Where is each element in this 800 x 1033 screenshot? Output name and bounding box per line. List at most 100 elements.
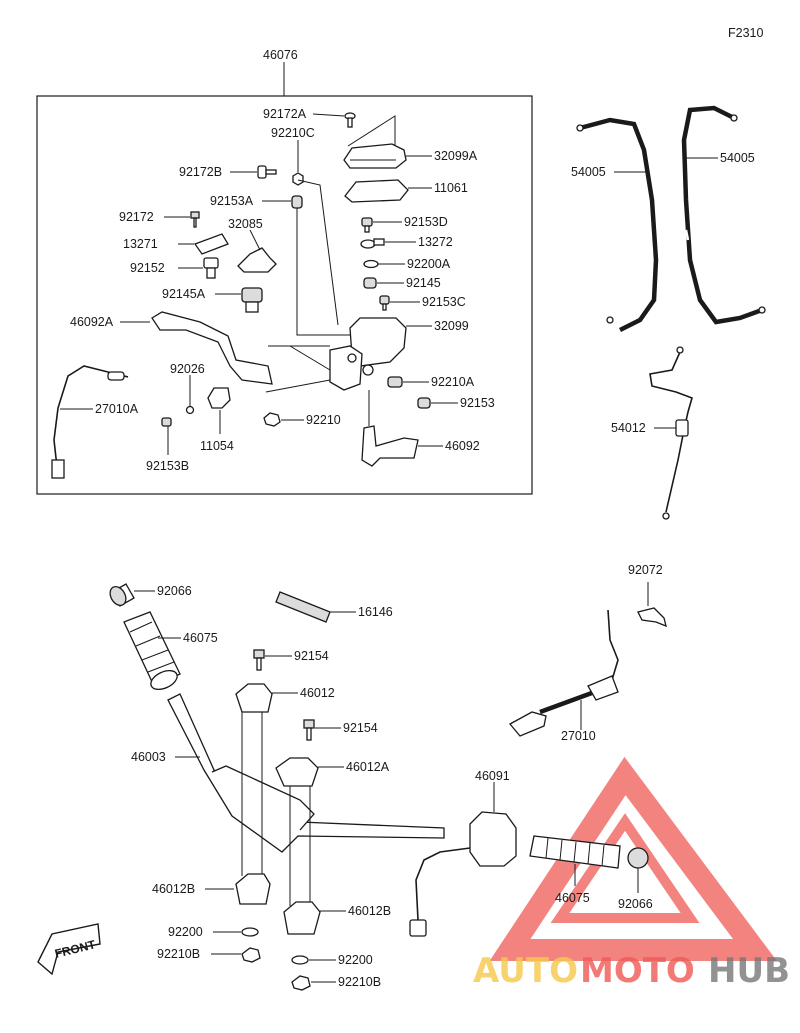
callout-13272: 13272: [418, 235, 453, 249]
screw-92172: [190, 211, 200, 228]
callout-92153D: 92153D: [404, 215, 448, 229]
holder-46012B-left: [235, 873, 271, 905]
bolt-92153A: [291, 195, 303, 209]
watermark-part2: MOTO: [580, 951, 695, 991]
callout-54005-left: 54005: [571, 165, 606, 179]
spring-92145: [363, 277, 377, 289]
watermark-text: AUTO MOTO HUB: [473, 951, 790, 991]
callout-27010A: 27010A: [95, 402, 139, 416]
callout-11061: 11061: [434, 181, 468, 195]
callout-46092: 46092: [445, 439, 480, 453]
callout-92154-b: 92154: [343, 721, 378, 735]
callout-46012: 46012: [300, 686, 335, 700]
end-cap-92066-right: [627, 847, 649, 869]
callout-92153: 92153: [460, 396, 495, 410]
switch-27010: [508, 609, 619, 737]
clip-13272: [360, 238, 385, 249]
callout-46076: 46076: [263, 48, 298, 62]
cover-32099A: [343, 143, 407, 169]
nut-92210C: [292, 172, 304, 186]
callout-92210C: 92210C: [271, 126, 315, 140]
callout-46092A: 46092A: [70, 315, 114, 329]
callout-92210: 92210: [306, 413, 341, 427]
nut-92210: [263, 412, 281, 427]
callout-92172A: 92172A: [263, 107, 307, 121]
collar-92026: [185, 405, 195, 415]
bracket-11054: [207, 387, 231, 409]
watermark-logo: [489, 756, 777, 961]
callout-32099: 32099: [434, 319, 469, 333]
grip-46075-left: [123, 611, 181, 691]
screw-92172A: [344, 112, 356, 128]
grip-46075-right: [529, 835, 621, 869]
switch-cable-27010A: [51, 365, 129, 479]
callout-46075-right: 46075: [555, 891, 590, 905]
washer-92200A: [363, 259, 379, 269]
bolt-92153: [417, 397, 431, 409]
callout-92200-right: 92200: [338, 953, 373, 967]
bolt-92153B: [161, 417, 172, 427]
lever-46092: [361, 425, 419, 467]
bracket-32085: [237, 247, 277, 273]
washer-92200-right: [291, 955, 309, 965]
callout-92210A: 92210A: [431, 375, 475, 389]
callout-92200A: 92200A: [407, 257, 451, 271]
callout-16146: 16146: [358, 605, 393, 619]
spring-92145A: [241, 287, 263, 313]
callout-92172: 92172: [119, 210, 154, 224]
callout-92145A: 92145A: [162, 287, 206, 301]
washer-92200-left: [241, 927, 259, 937]
bolt-92154-a: [253, 649, 265, 671]
tube-16146: [275, 591, 331, 623]
callout-92210B-left: 92210B: [157, 947, 200, 961]
callout-32099A: 32099A: [434, 149, 478, 163]
band-92072: [637, 607, 667, 628]
callout-46012A: 46012A: [346, 760, 390, 774]
diagram-code: F2310: [728, 26, 763, 40]
callout-54012: 54012: [611, 421, 646, 435]
screw-92172B: [257, 165, 277, 179]
callout-92153C: 92153C: [422, 295, 466, 309]
bolt-92153D: [361, 217, 373, 233]
lever-46092A: [151, 311, 273, 385]
holder-46012A: [275, 757, 319, 787]
bolt-92154-b: [303, 719, 315, 741]
switch-housing-46091: [409, 811, 517, 937]
choke-cable-54012: [649, 346, 693, 520]
callout-46012B-right: 46012B: [348, 904, 391, 918]
callout-92152: 92152: [130, 261, 165, 275]
throttle-cable-54005-right: [681, 105, 766, 325]
callout-92026: 92026: [170, 362, 205, 376]
callout-13271: 13271: [123, 237, 158, 251]
end-cap-92066-left: [109, 583, 135, 607]
plate-11061: [344, 179, 409, 203]
handlebar-46003: [167, 693, 445, 853]
callout-27010: 27010: [561, 729, 596, 743]
callout-92072: 92072: [628, 563, 663, 577]
callout-92200-left: 92200: [168, 925, 203, 939]
throttle-cable-54005-left: [576, 117, 659, 333]
collar-92152: [203, 257, 219, 279]
callout-11054: 11054: [200, 439, 234, 453]
callout-92066-right: 92066: [618, 897, 653, 911]
plate-13271: [193, 233, 229, 255]
holder-46012: [235, 683, 273, 713]
callout-92145: 92145: [406, 276, 441, 290]
callout-92066-left: 92066: [157, 584, 192, 598]
callout-46075-left: 46075: [183, 631, 218, 645]
bolt-92153C: [379, 295, 390, 311]
master-cylinder-32099: [329, 317, 407, 391]
nut-92210A: [387, 376, 403, 388]
callout-92210B-right: 92210B: [338, 975, 381, 989]
callout-46012B-left: 46012B: [152, 882, 195, 896]
callout-92154-a: 92154: [294, 649, 329, 663]
nut-92210B-right: [291, 975, 311, 991]
callout-92153A: 92153A: [210, 194, 254, 208]
callout-54005-right: 54005: [720, 151, 755, 165]
watermark-part1: AUTO: [473, 951, 578, 991]
callout-32085: 32085: [228, 217, 263, 231]
watermark-part3: HUB: [708, 951, 790, 991]
front-direction-marker: FRONT: [37, 923, 101, 976]
